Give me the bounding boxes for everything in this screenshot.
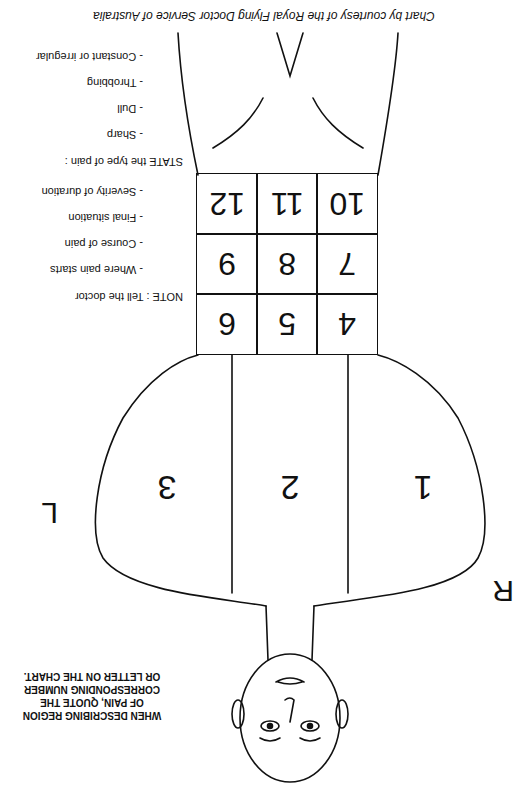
- abdomen-region: 11: [256, 173, 318, 235]
- note-item: - Dull: [117, 102, 143, 115]
- region-number: 4: [338, 308, 356, 340]
- region-number: 1: [414, 471, 433, 505]
- note-item: - Final situation: [68, 211, 143, 224]
- note-item: - Course of pain: [65, 237, 143, 250]
- torso-outline: [314, 355, 485, 606]
- eye: [261, 721, 279, 731]
- note-item: - Severity of duration: [42, 185, 144, 198]
- abdomen-region: 4: [316, 293, 378, 355]
- nose: [285, 698, 294, 722]
- pupil: [308, 724, 313, 729]
- region-number: 6: [218, 308, 236, 340]
- note-item: - Throbbing: [87, 76, 143, 89]
- note-heading: NOTE : Tell the doctor: [75, 290, 183, 303]
- note-item: - Sharp: [107, 128, 143, 141]
- abdomen-region: 12: [196, 173, 258, 235]
- region-number: 10: [329, 188, 365, 220]
- neck: [266, 606, 314, 660]
- pupil: [268, 724, 273, 729]
- abdomen-region: 10: [316, 173, 378, 235]
- region-number: 12: [209, 188, 245, 220]
- abdomen-region: 7: [316, 233, 378, 295]
- region-number: 11: [271, 188, 304, 220]
- crotch-line: [277, 33, 303, 76]
- side-letter: L: [41, 496, 58, 531]
- head-outline: [240, 654, 340, 782]
- credit-line: Chart by courtesy of the Royal Flying Do…: [14, 8, 514, 22]
- note-heading: STATE the type of pain :: [65, 155, 183, 168]
- torso-outline: [96, 355, 266, 606]
- region-number: 9: [218, 248, 236, 280]
- chest-region: 2: [237, 448, 343, 528]
- ear: [336, 700, 348, 728]
- ear: [232, 700, 244, 728]
- mouth: [276, 678, 304, 684]
- chest-divider: [232, 355, 348, 593]
- leg-outline: [178, 33, 398, 175]
- instruction-note: WHEN DESCRIBING REGION OF PAIN, QUOTE TH…: [16, 670, 168, 722]
- side-letter: R: [492, 574, 514, 609]
- region-number: 3: [158, 471, 177, 505]
- abdomen-region: 5: [256, 293, 318, 355]
- abdomen-region: 8: [256, 233, 318, 295]
- region-number: 7: [338, 248, 356, 280]
- eye: [301, 721, 319, 731]
- region-number: 5: [278, 308, 296, 340]
- eyebrows: [260, 738, 320, 741]
- chest-region: 3: [107, 448, 227, 528]
- region-number: 8: [278, 248, 296, 280]
- groin-line: [213, 98, 363, 148]
- region-number: 2: [281, 471, 300, 505]
- abdomen-region: 6: [196, 293, 258, 355]
- note-item: - Constant or irregular: [36, 50, 143, 63]
- abdomen-region: 9: [196, 233, 258, 295]
- note-item: - Where pain starts: [50, 263, 143, 276]
- chest-region: 1: [363, 448, 483, 528]
